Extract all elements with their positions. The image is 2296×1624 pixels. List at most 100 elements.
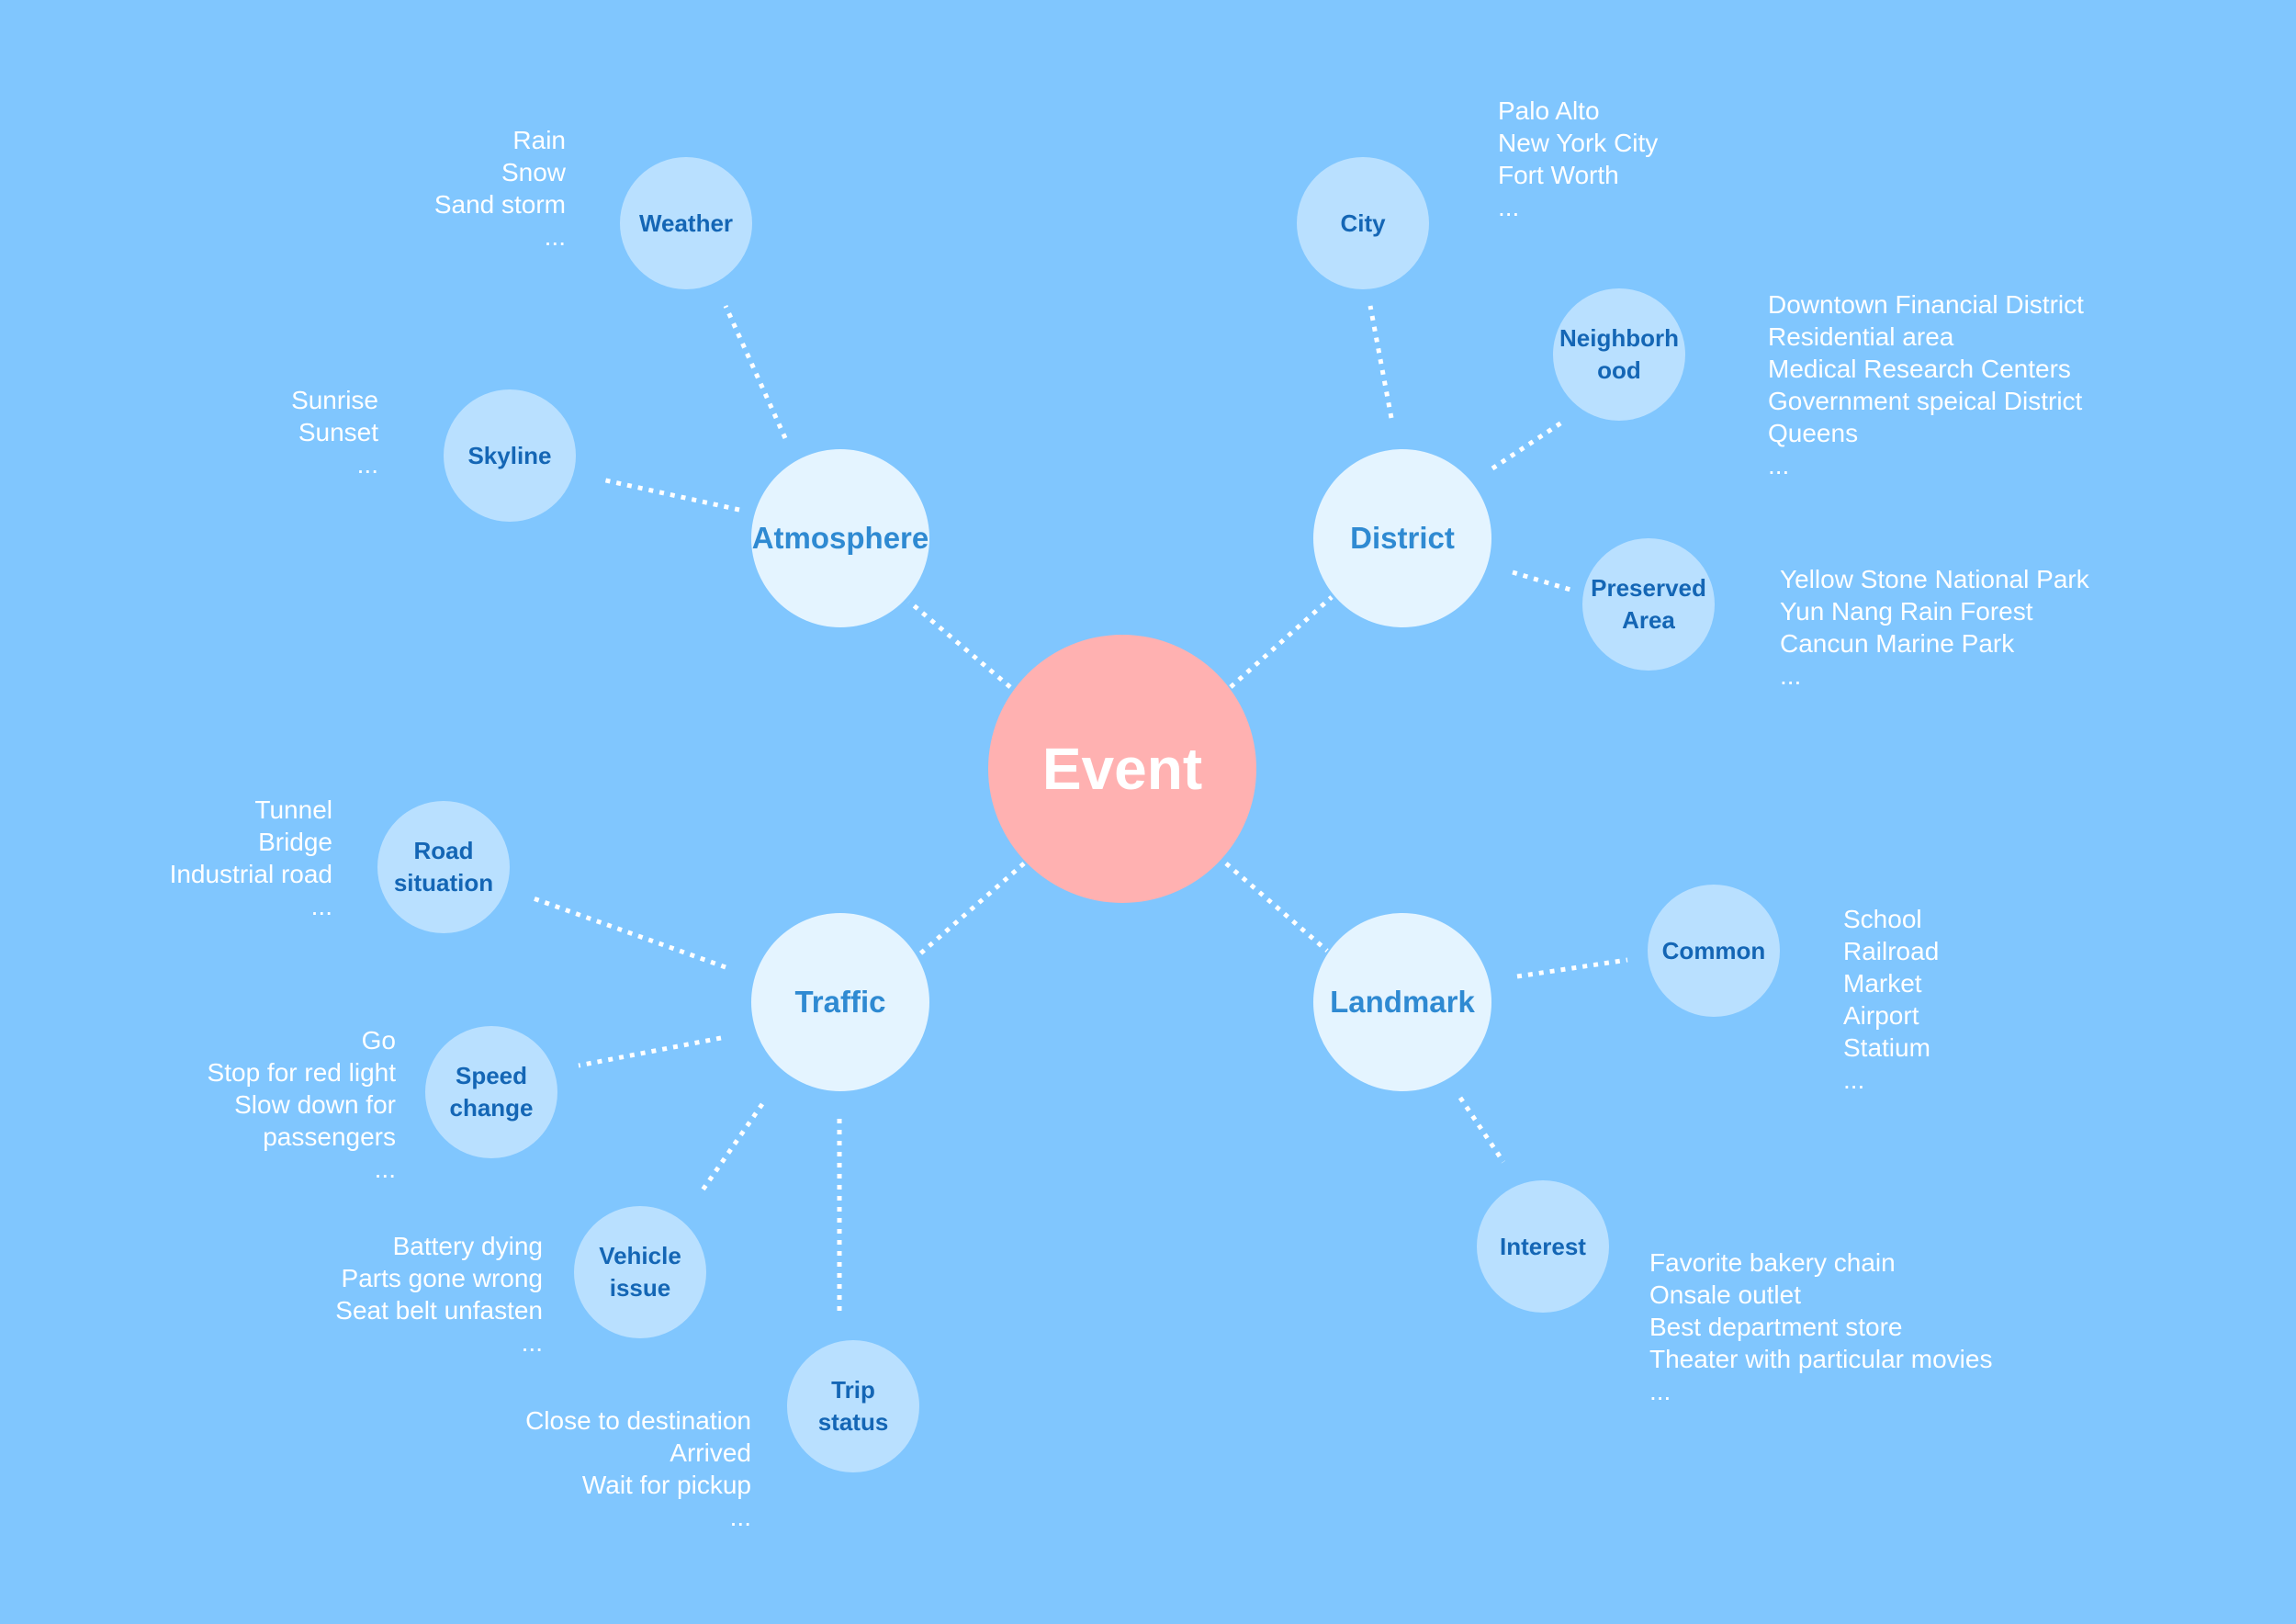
leaf-label: Weather bbox=[638, 209, 734, 237]
example-item: Government speical District bbox=[1768, 387, 2083, 415]
example-item: Arrived bbox=[670, 1438, 751, 1467]
examples-skyline: Sunrise Sunset ... bbox=[291, 384, 378, 480]
category-node-district: District bbox=[1313, 449, 1491, 627]
example-item: Airport bbox=[1843, 1001, 1919, 1030]
category-label: Traffic bbox=[794, 985, 886, 1019]
example-item: ... bbox=[521, 1328, 543, 1357]
example-item: Go bbox=[361, 1026, 396, 1054]
examples-road-situation: Tunnel Bridge Industrial road ... bbox=[170, 794, 332, 922]
connector-traffic-road-situation bbox=[530, 895, 726, 970]
connector-landmark-common bbox=[1516, 957, 1628, 979]
category-node-atmosphere: Atmosphere bbox=[751, 449, 929, 627]
leaf-node-trip-status: Trip status bbox=[787, 1340, 919, 1472]
leaf-label: Trip status bbox=[817, 1376, 889, 1436]
leaf-node-city: City bbox=[1297, 157, 1429, 289]
example-item: Wait for pickup bbox=[581, 1471, 751, 1499]
example-item: Residential area bbox=[1768, 322, 1954, 351]
examples-preserved-area: Yellow Stone National Park Yun Nang Rain… bbox=[1780, 563, 2089, 692]
examples-trip-status: Close to destination Arrived Wait for pi… bbox=[525, 1404, 751, 1533]
leaf-label: Vehicle issue bbox=[599, 1242, 681, 1302]
example-item: ... bbox=[1498, 193, 1520, 221]
leaf-label: Road situation bbox=[393, 837, 494, 897]
leaf-label: Neighborh ood bbox=[1559, 324, 1679, 384]
example-item: Theater with particular movies bbox=[1649, 1345, 1993, 1373]
example-item: Yun Nang Rain Forest bbox=[1780, 597, 2033, 626]
example-item: Queens bbox=[1768, 419, 1859, 447]
connector-event-landmark bbox=[1224, 862, 1329, 953]
example-item: Sunrise bbox=[291, 386, 378, 414]
center-node-event: Event bbox=[988, 635, 1256, 903]
connector-landmark-interest bbox=[1458, 1096, 1506, 1164]
examples-vehicle-issue: Battery dying Parts gone wrong Seat belt… bbox=[335, 1230, 543, 1359]
example-item: Slow down for bbox=[234, 1090, 396, 1119]
leaf-node-weather: Weather bbox=[620, 157, 752, 289]
example-item: Snow bbox=[501, 158, 566, 186]
example-item: ... bbox=[544, 222, 566, 251]
example-item: Rain bbox=[512, 126, 566, 154]
examples-city: Palo Alto New York City Fort Worth ... bbox=[1498, 95, 1658, 223]
example-item: Stop for red light bbox=[207, 1058, 396, 1087]
example-item: Seat belt unfasten bbox=[335, 1296, 543, 1325]
example-item: Onsale outlet bbox=[1649, 1280, 1801, 1309]
leaf-node-speed-change: Speed change bbox=[425, 1026, 557, 1158]
leaf-node-road-situation: Road situation bbox=[377, 801, 510, 933]
category-node-traffic: Traffic bbox=[751, 913, 929, 1091]
connector-atmosphere-skyline bbox=[601, 477, 740, 513]
example-item: ... bbox=[1843, 1066, 1865, 1094]
example-item: Industrial road bbox=[169, 860, 332, 888]
leaf-node-vehicle-issue: Vehicle issue bbox=[574, 1206, 706, 1338]
connector-district-neighborhood bbox=[1491, 417, 1568, 471]
connector-event-atmosphere bbox=[907, 600, 1012, 689]
example-item: ... bbox=[1768, 451, 1790, 479]
leaf-node-skyline: Skyline bbox=[444, 389, 576, 522]
connector-traffic-vehicle-issue bbox=[697, 1102, 765, 1196]
category-node-landmark: Landmark bbox=[1313, 913, 1491, 1091]
leaf-label: Interest bbox=[1500, 1232, 1586, 1260]
example-item: Sunset bbox=[298, 418, 378, 446]
examples-weather: Rain Snow Sand storm ... bbox=[434, 124, 566, 253]
example-item: Tunnel bbox=[254, 795, 332, 824]
example-item: Bridge bbox=[258, 828, 332, 856]
example-item: Fort Worth bbox=[1498, 161, 1619, 189]
leaf-label: Common bbox=[1661, 936, 1766, 964]
connector-traffic-speed-change bbox=[578, 1035, 722, 1068]
examples-interest: Favorite bakery chain Onsale outlet Best… bbox=[1649, 1246, 1992, 1407]
example-item: Medical Research Centers bbox=[1768, 355, 2071, 383]
example-item: Cancun Marine Park bbox=[1780, 629, 2015, 658]
leaf-node-interest: Interest bbox=[1477, 1180, 1609, 1313]
example-item: Statium bbox=[1843, 1033, 1930, 1062]
leaf-label: Skyline bbox=[467, 441, 552, 469]
examples-speed-change: Go Stop for red light Slow down for pass… bbox=[208, 1024, 396, 1185]
example-item: New York City bbox=[1498, 129, 1659, 157]
example-item: ... bbox=[374, 1155, 396, 1183]
example-item: Sand storm bbox=[433, 190, 566, 219]
connector-event-traffic bbox=[917, 862, 1026, 957]
example-item: Railroad bbox=[1843, 937, 1940, 965]
center-node-label: Event bbox=[1041, 736, 1203, 802]
example-item: ... bbox=[1780, 661, 1802, 690]
example-item: Best department store bbox=[1649, 1313, 1903, 1341]
connector-event-district bbox=[1229, 595, 1334, 689]
connector-district-preserved-area bbox=[1512, 570, 1571, 592]
example-item: Favorite bakery chain bbox=[1649, 1248, 1896, 1277]
leaf-node-neighborhood: Neighborh ood bbox=[1553, 288, 1685, 421]
connector-atmosphere-weather bbox=[723, 304, 788, 440]
example-item: ... bbox=[310, 892, 332, 920]
category-label: Landmark bbox=[1330, 985, 1475, 1019]
category-label: District bbox=[1350, 521, 1455, 555]
leaf-label: City bbox=[1340, 209, 1386, 237]
example-item: Close to destination bbox=[525, 1406, 751, 1435]
example-item: ... bbox=[356, 450, 378, 479]
example-item: passengers bbox=[263, 1122, 396, 1151]
example-item: Market bbox=[1843, 969, 1922, 998]
example-item: ... bbox=[729, 1503, 751, 1531]
examples-neighborhood: Downtown Financial District Residential … bbox=[1768, 288, 2084, 481]
leaf-node-common: Common bbox=[1648, 885, 1780, 1017]
example-item: Parts gone wrong bbox=[341, 1264, 543, 1292]
example-item: Battery dying bbox=[392, 1232, 543, 1260]
leaf-label: Speed change bbox=[449, 1062, 534, 1122]
example-item: School bbox=[1843, 905, 1922, 933]
example-item: Downtown Financial District bbox=[1768, 290, 2084, 319]
